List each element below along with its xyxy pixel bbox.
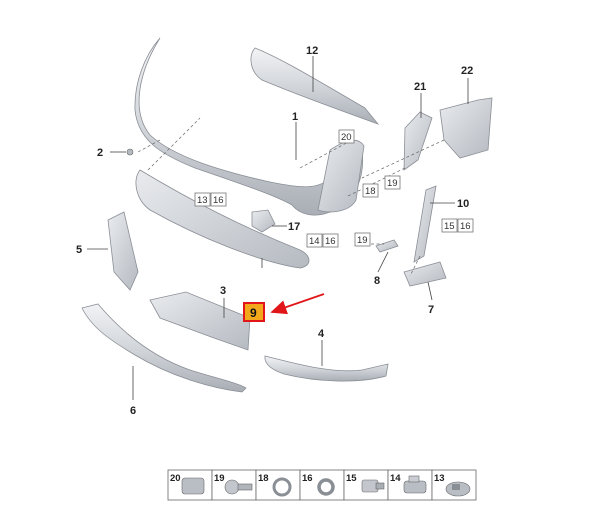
bolt-icon: [224, 479, 253, 495]
part-5-side-bracket: [107, 211, 139, 291]
callout-3: 3: [220, 285, 226, 297]
callout-5: 5: [76, 244, 82, 256]
ref-box: [338, 129, 355, 144]
part-7-bracket: [403, 261, 447, 287]
part-21-duct: [403, 111, 433, 171]
callout-7: 7: [428, 304, 434, 316]
ref-box-label: 16: [325, 236, 336, 247]
callout-6: 6: [130, 405, 136, 417]
legend-number: 16: [302, 473, 313, 484]
ref-box-label: 13: [197, 195, 208, 206]
legend-cell[interactable]: [299, 469, 345, 501]
ref-box: [457, 218, 474, 233]
callout-22: 22: [461, 65, 473, 77]
part-17-bracket: [251, 209, 276, 233]
ref-box-label: 16: [213, 195, 224, 206]
legend-number: 13: [434, 473, 445, 484]
ref-box-label: 20: [341, 132, 352, 143]
callout-10: 10: [457, 198, 469, 210]
part-2-screw: [126, 148, 134, 156]
nut-ring-icon: [317, 478, 335, 496]
callout-21: 21: [414, 81, 426, 93]
part-12-upper-trim: [250, 47, 380, 125]
dash-line: [409, 255, 421, 277]
legend-number: 18: [258, 473, 269, 484]
callout-2: 2: [97, 147, 103, 159]
callout-17: 17: [288, 221, 300, 233]
ref-box: [354, 232, 371, 247]
legend-strip: 20 19 18 16 15 14 13: [167, 469, 477, 501]
callout-1: 1: [292, 111, 298, 123]
ref-box-label: 16: [460, 221, 471, 232]
dash-line: [137, 139, 161, 153]
clip-icon: [181, 477, 205, 495]
part-22-duct: [439, 97, 493, 159]
callout-4: 4: [318, 328, 325, 340]
ref-box: [210, 192, 227, 207]
part-3-lower-panel: [149, 291, 251, 351]
ref-box: [306, 233, 323, 248]
dash-line: [361, 139, 445, 179]
leader-line: [427, 281, 433, 301]
part-6-lower-spoiler: [81, 303, 247, 393]
highlight-box-9[interactable]: [243, 302, 265, 322]
part-4-lower-trim: [264, 355, 389, 382]
legend-number: 19: [214, 473, 225, 484]
callout-12: 12: [306, 45, 318, 57]
sensor-clip-icon: [445, 481, 471, 497]
callout-8: 8: [374, 275, 380, 287]
ref-box-label: 19: [387, 178, 398, 189]
ref-box-label: 14: [309, 236, 320, 247]
part-8-clip: [375, 239, 399, 253]
highlight-arrow: [270, 293, 325, 315]
grommet-icon: [272, 477, 292, 497]
legend-number: 14: [390, 473, 401, 484]
dash-line: [147, 117, 201, 171]
legend-number: 20: [170, 473, 181, 484]
push-clip-icon: [403, 475, 427, 494]
ref-box: [362, 183, 379, 198]
part-10-side-trim: [413, 185, 437, 263]
ref-box-label: 18: [365, 186, 376, 197]
highlight-label-9: 9: [250, 306, 257, 320]
legend-number: 15: [346, 473, 357, 484]
ref-box: [194, 192, 211, 207]
part-grille-frame: [135, 169, 310, 269]
ref-box: [322, 233, 339, 248]
expansion-rivet-icon: [361, 479, 385, 493]
ref-box-label: 19: [357, 235, 368, 246]
part-1-right-side: [317, 139, 365, 213]
dash-line: [299, 139, 353, 169]
ref-box-label: 15: [444, 221, 455, 232]
leader-line: [377, 251, 389, 273]
ref-box: [441, 218, 458, 233]
ref-box: [384, 175, 401, 190]
